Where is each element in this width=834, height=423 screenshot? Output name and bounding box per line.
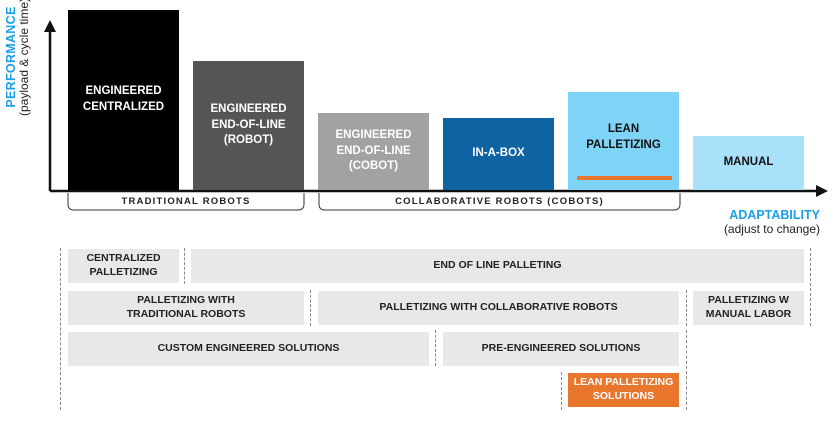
bar-engineered-centralized: ENGINEERED CENTRALIZED [68, 10, 179, 190]
box-centralized-palletizing: CENTRALIZED PALLETIZING [68, 249, 179, 283]
separator-traditional [310, 290, 311, 326]
separator-left [60, 248, 61, 410]
box-palletizing-collaborative: PALLETIZING WITH COLLABORATIVE ROBOTS [318, 291, 679, 325]
bracket-collaborative [318, 193, 681, 211]
bar-label: ENGINEERED END-OF-LINE (COBOT) [335, 129, 412, 173]
box-palletizing-traditional: PALLETIZING WITH TRADITIONAL ROBOTS [68, 291, 304, 325]
bar-label: LEAN PALLETIZING [586, 123, 661, 151]
separator-far-right [810, 248, 811, 326]
bar-engineered-end-of-line-cobot: ENGINEERED END-OF-LINE (COBOT) [318, 113, 429, 190]
bar-label: IN-A-BOX [472, 147, 525, 160]
bracket-traditional [67, 193, 305, 211]
box-custom-engineered: CUSTOM ENGINEERED SOLUTIONS [68, 332, 429, 366]
box-lean-palletizing-solutions: LEAN PALLETIZING SOLUTIONS [568, 373, 679, 407]
lean-accent-line [577, 176, 672, 180]
separator-lean [561, 372, 562, 410]
separator-right [686, 330, 687, 410]
x-axis-subtitle: (adjust to change) [723, 222, 820, 236]
y-axis-arrow [44, 20, 56, 32]
bar-in-a-box: IN-A-BOX [443, 118, 554, 190]
bar-lean-palletizing: LEAN PALLETIZING [568, 92, 679, 190]
x-axis-arrow [816, 185, 828, 197]
bar-manual: MANUAL [693, 136, 804, 190]
bar-label: MANUAL [723, 156, 774, 169]
bar-label: ENGINEERED END-OF-LINE (ROBOT) [210, 103, 287, 147]
separator-custom [435, 330, 436, 366]
separator-centralized [184, 248, 185, 284]
x-axis-label: ADAPTABILITY (adjust to change) [660, 208, 820, 236]
box-end-of-line-palleting: END OF LINE PALLETING [191, 249, 804, 283]
group-label-traditional: TRADITIONAL ROBOTS [121, 196, 251, 207]
box-pre-engineered: PRE-ENGINEERED SOLUTIONS [443, 332, 679, 366]
separator-collaborative [686, 290, 687, 326]
x-axis-title: ADAPTABILITY [729, 208, 820, 222]
bar-engineered-end-of-line-robot: ENGINEERED END-OF-LINE (ROBOT) [193, 61, 304, 190]
bar-label: ENGINEERED CENTRALIZED [82, 85, 165, 113]
box-palletizing-manual: PALLETIZING W MANUAL LABOR [693, 291, 804, 325]
group-label-collaborative: COLLABORATIVE ROBOTS (COBOTS) [395, 196, 604, 207]
